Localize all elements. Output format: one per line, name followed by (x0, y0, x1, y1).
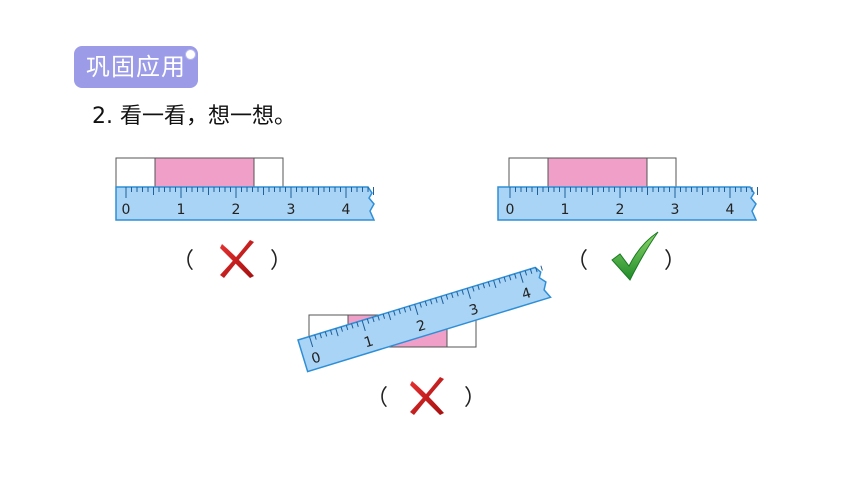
paren-open-left: （ (172, 249, 195, 274)
ruler-tick (445, 294, 449, 300)
ruler-label: 2 (415, 317, 428, 335)
ruler-tick (440, 296, 444, 305)
ruler-tick (529, 268, 533, 274)
ruler-tick (335, 328, 339, 337)
question-text: 2. 看一看，想一想。 (92, 104, 296, 129)
paren-close-left: ） (270, 249, 293, 274)
ruler-label: 1 (177, 202, 186, 218)
ruler-tick (508, 275, 512, 281)
paren-open-right: （ (566, 249, 589, 274)
cross-icon (220, 240, 254, 278)
section-tag-dot (186, 50, 195, 59)
ruler-tick (451, 292, 454, 299)
section-tag: 巩固应用 (74, 46, 198, 88)
ruler: 0 1 2 3 4 (115, 186, 376, 221)
check-icon (611, 231, 659, 281)
measured-strip (154, 157, 255, 191)
ruler-tick (398, 309, 401, 315)
ruler-ticks (125, 187, 374, 198)
ruler-tick (324, 331, 328, 337)
figure-left: 0 1 2 3 4 (115, 157, 376, 278)
measured-strip (547, 157, 648, 191)
ruler-tick (314, 334, 317, 340)
ruler-tick (503, 276, 507, 282)
ruler-tilted: 0 1 2 3 4 (297, 265, 552, 373)
ruler-tick (435, 297, 438, 303)
ruler: 0 1 2 3 4 (497, 186, 758, 221)
ruler-body (297, 266, 552, 373)
cross-icon (410, 377, 444, 415)
ruler-tick (340, 326, 343, 332)
ruler-tick (514, 273, 517, 279)
ruler-tick (429, 299, 433, 305)
ruler-label: 0 (122, 202, 131, 218)
ruler-tick (414, 304, 419, 315)
ruler-tick (319, 333, 322, 339)
ruler-tick (456, 291, 459, 297)
ruler-tick (519, 272, 524, 283)
ruler-tick (382, 313, 386, 319)
ruler-body (497, 186, 758, 221)
ruler-label: 0 (310, 350, 323, 368)
ruler-tick (345, 325, 349, 331)
ruler-tick (372, 317, 375, 323)
ruler-ticks (509, 187, 758, 198)
section-tag-label: 巩固应用 (86, 53, 186, 81)
ruler-tick (408, 305, 412, 311)
ruler-tick (535, 267, 538, 273)
ruler-label: 4 (726, 202, 735, 218)
ruler-label: 3 (287, 202, 296, 218)
ruler-tick (493, 280, 497, 289)
ruler-label: 0 (506, 202, 515, 218)
figure-bottom: 0 1 2 3 4 (297, 265, 552, 415)
figure-right: 0 1 2 3 4 (497, 157, 758, 281)
ruler-tick (366, 318, 370, 324)
ruler-tick (393, 310, 396, 316)
ruler-tick (472, 286, 475, 292)
ruler-tick (461, 289, 464, 295)
ruler-label: 3 (671, 202, 680, 218)
paren-close-right: ） (664, 249, 687, 274)
ruler-tick (540, 265, 543, 271)
ruler-tick (498, 278, 501, 284)
ruler-tick (308, 336, 314, 348)
ruler-tick (487, 281, 491, 287)
ruler-tick (524, 270, 528, 276)
ruler-label: 1 (362, 333, 375, 351)
ruler-tick (466, 288, 471, 299)
ruler-tick (424, 300, 428, 307)
ruler-tick (377, 315, 380, 321)
ruler-tick (403, 307, 407, 313)
ruler-tick (387, 312, 392, 321)
ruler-tick (482, 283, 485, 289)
ruler-tick (477, 284, 480, 290)
paren-close-bottom: ） (464, 386, 487, 411)
ruler-label: 4 (342, 202, 351, 218)
ruler-label: 1 (561, 202, 570, 218)
ruler-label: 2 (232, 202, 241, 218)
ruler-label: 2 (616, 202, 625, 218)
ruler-tick (356, 321, 359, 327)
paren-open-bottom: （ (366, 386, 389, 411)
ruler-tick (361, 320, 366, 332)
ruler-ticks (308, 265, 543, 348)
ruler-tick (330, 329, 333, 335)
ruler-label: 3 (467, 301, 480, 319)
ruler-tick (351, 323, 354, 329)
ruler-tick (419, 302, 422, 308)
